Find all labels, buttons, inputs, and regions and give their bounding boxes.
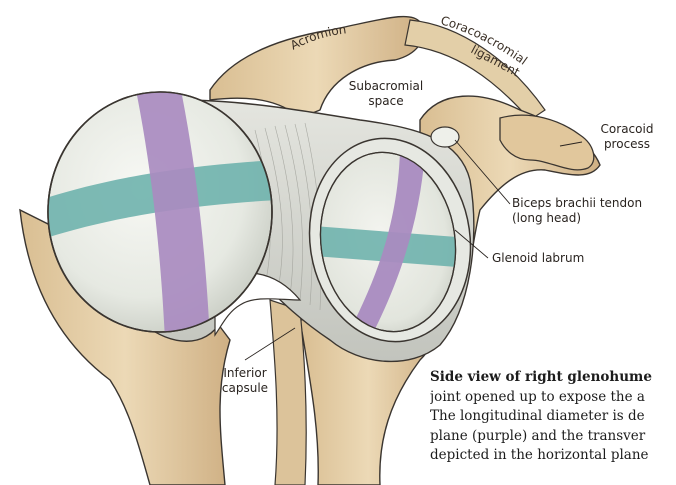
coracoid-process-label: Coracoid process [592, 122, 662, 152]
figure-caption: Side view of right glenohume joint opene… [430, 368, 676, 485]
caption-line-4: depicted in the horizontal plane [430, 446, 676, 466]
biceps-tendon-origin [431, 127, 459, 147]
caption-line-2: The longitudinal diameter is de [430, 407, 676, 427]
biceps-tendon-label-line2: (long head) [512, 211, 642, 226]
inferior-capsule-label-line1: Inferior [212, 366, 278, 381]
glenoid-labrum-label: Glenoid labrum [492, 251, 584, 266]
biceps-tendon-label-line1: Biceps brachii tendon [512, 196, 642, 211]
subacromial-space-label-line1: Subacromial [341, 79, 431, 94]
subacromial-space-label: Subacromial space [341, 79, 431, 109]
biceps-tendon-label: Biceps brachii tendon (long head) [512, 196, 642, 226]
caption-line-1: joint opened up to expose the a [430, 388, 676, 408]
coracoid-process-label-line1: Coracoid [592, 122, 662, 137]
inferior-capsule-label: Inferior capsule [212, 366, 278, 396]
caption-line-3: plane (purple) and the transver [430, 427, 676, 447]
caption-title: Side view of right glenohume [430, 368, 676, 388]
coracoid-process-label-line2: process [592, 137, 662, 152]
inferior-capsule-label-line2: capsule [212, 381, 278, 396]
subacromial-space-label-line2: space [341, 94, 431, 109]
